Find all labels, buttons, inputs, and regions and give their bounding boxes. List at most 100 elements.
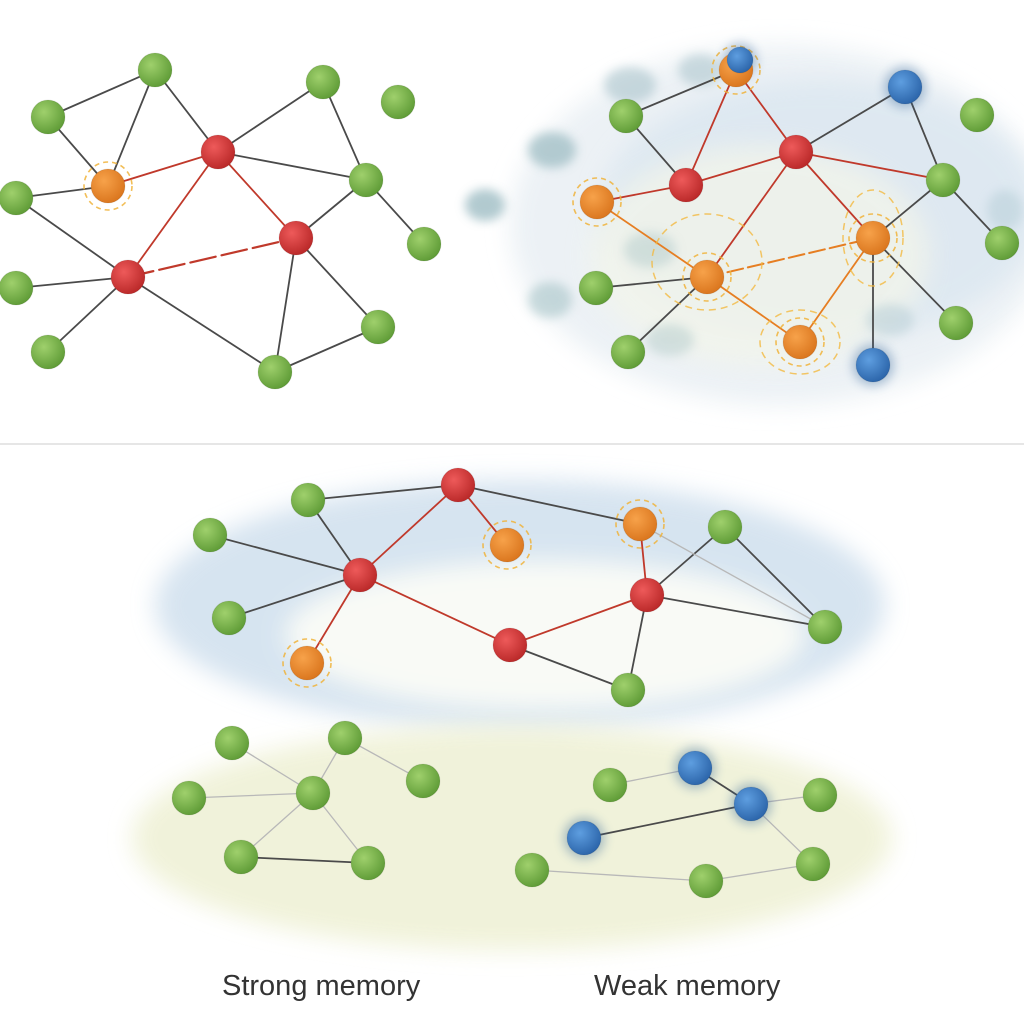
synapse-link xyxy=(47,69,156,118)
neuron-node xyxy=(350,845,386,881)
active-neuron-node xyxy=(342,557,378,593)
active-synapse-link xyxy=(217,151,297,239)
neuron-node xyxy=(514,852,550,888)
active-synapse-link xyxy=(795,151,874,239)
synapse-link xyxy=(209,534,361,576)
neuron-node xyxy=(327,720,363,756)
active-synapse-link xyxy=(795,151,944,181)
neuron-node xyxy=(405,763,441,799)
faint-synapse-link xyxy=(705,863,814,882)
synapse-link xyxy=(217,81,324,153)
fading-neuron-node xyxy=(289,645,325,681)
neuron-node xyxy=(192,517,228,553)
faint-synapse-link xyxy=(639,523,826,628)
haze-puff xyxy=(646,324,694,356)
neuron-node xyxy=(802,777,838,813)
neuron-node xyxy=(223,839,259,875)
weak-memory-label: Weak memory xyxy=(594,970,781,1002)
active-synapse-link xyxy=(359,484,459,576)
synapse-link xyxy=(509,644,629,691)
synapse-link xyxy=(646,526,726,596)
neuron-node xyxy=(608,98,644,134)
fading-neuron-node xyxy=(782,324,818,360)
neuron-node xyxy=(938,305,974,341)
neuron-node xyxy=(707,509,743,545)
fading-synapse-link xyxy=(706,276,801,343)
haze-puff xyxy=(528,132,576,168)
neuron-node xyxy=(0,270,34,306)
synapse-link xyxy=(240,856,369,864)
neuron-node xyxy=(795,846,831,882)
haze-bottom-lower xyxy=(132,726,892,950)
active-synapse-link xyxy=(107,151,219,187)
unstable-neuron-node xyxy=(677,750,713,786)
active-synapse-link xyxy=(706,151,797,278)
haze-top-right-inner xyxy=(590,145,930,365)
synapse-link xyxy=(625,69,737,117)
neuron-node xyxy=(295,775,331,811)
haze-puff xyxy=(528,282,572,318)
active-neuron-node xyxy=(440,467,476,503)
haze-backgrounds xyxy=(132,45,1024,950)
haze-bottom-upper-inner xyxy=(285,560,805,710)
fading-synapse-link xyxy=(706,237,874,278)
active-synapse-link xyxy=(685,69,737,186)
synapse-link xyxy=(307,484,459,501)
synapse-link xyxy=(127,276,276,373)
fading-neuron-node xyxy=(689,259,725,295)
synapse-link xyxy=(217,151,367,181)
active-synapse-link xyxy=(126,236,298,279)
haze-puff xyxy=(866,304,914,336)
synapse-link xyxy=(595,276,708,289)
haze-puff xyxy=(465,189,505,221)
fading-glow-ring xyxy=(848,213,898,263)
active-neuron-node xyxy=(629,577,665,613)
neuron-node xyxy=(214,725,250,761)
unstable-neuron-node xyxy=(855,347,891,383)
synapse-link xyxy=(154,69,219,153)
neuron-node xyxy=(406,226,442,262)
neuron-node xyxy=(578,270,614,306)
neuron-node xyxy=(925,162,961,198)
synapse-link xyxy=(872,237,957,324)
neuron-node xyxy=(30,99,66,135)
fading-glow-ring xyxy=(572,177,622,227)
synapse-link xyxy=(646,594,826,628)
neuron-node xyxy=(305,64,341,100)
strong-memory-label: Strong memory xyxy=(222,970,421,1002)
fading-glow-ring xyxy=(759,309,841,375)
synapse-link xyxy=(47,276,129,353)
fading-glow-ring xyxy=(842,189,904,287)
synapse-link xyxy=(107,69,156,187)
faint-synapse-link xyxy=(531,869,707,882)
fading-glow-ring xyxy=(775,317,825,367)
active-synapse-link xyxy=(509,594,648,646)
neuron-node xyxy=(257,354,293,390)
synapse-link xyxy=(274,326,379,373)
neuron-node xyxy=(290,482,326,518)
neuron-node xyxy=(30,334,66,370)
haze-puff xyxy=(604,67,656,103)
active-neuron-node xyxy=(200,134,236,170)
fading-neuron-node xyxy=(579,184,615,220)
neuron-node xyxy=(211,600,247,636)
fading-synapse-link xyxy=(596,201,708,278)
active-synapse-link xyxy=(359,574,511,646)
unstable-neuron-node xyxy=(733,786,769,822)
active-synapse-link xyxy=(306,574,361,664)
haze-puff xyxy=(678,54,722,86)
fading-glow-ring xyxy=(282,638,332,688)
neuron-node xyxy=(360,309,396,345)
synapse-link xyxy=(627,276,708,353)
neuron-node xyxy=(959,97,995,133)
neuron-node xyxy=(610,672,646,708)
neuron-node xyxy=(688,863,724,899)
fading-glow-ring xyxy=(651,213,763,311)
neuron-node xyxy=(171,780,207,816)
neuron-node xyxy=(984,225,1020,261)
synapse-link xyxy=(295,237,379,328)
unstable-neuron-node xyxy=(566,820,602,856)
unstable-neuron-node xyxy=(887,69,923,105)
synapse-link xyxy=(795,86,906,153)
